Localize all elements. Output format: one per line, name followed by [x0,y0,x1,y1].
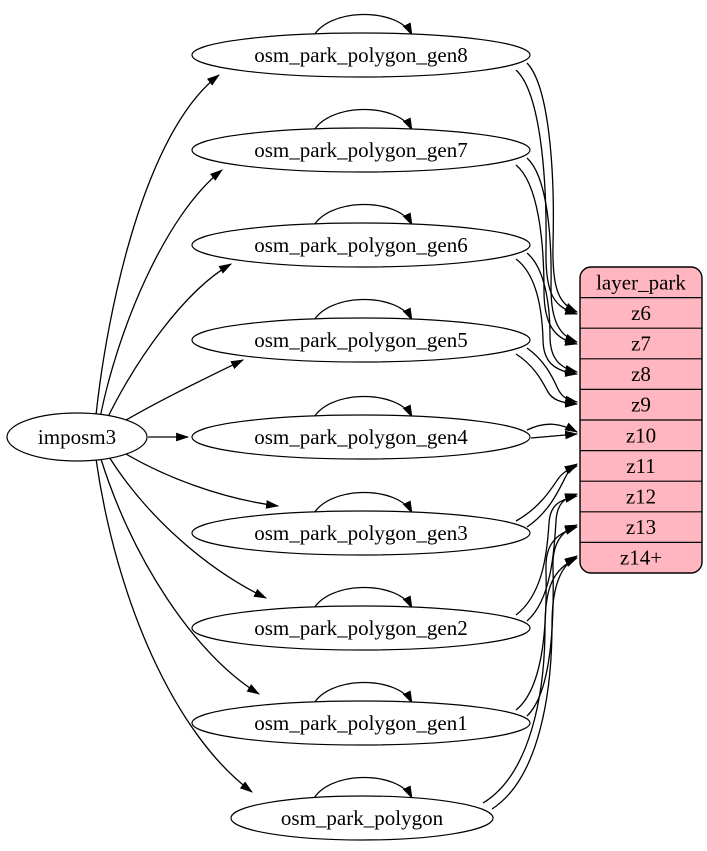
nodes-layer: imposm3 osm_park_polygon_gen8 osm_park_pol… [6,32,703,841]
self-loop-osm_park_polygon_gen5 [311,298,413,325]
table-node-ellipse [191,700,531,746]
edge-imposm3-to-osm_park_polygon_gen6 [105,263,232,422]
table-node-osm_park_polygon_gen7: osm_park_polygon_gen7 [191,127,531,173]
edge-imposm3-to-osm_park_polygon_gen5 [115,359,244,427]
zoom-row-label-z7: z7 [631,332,651,356]
edges-layer [95,13,579,810]
edge-osm_park_polygon_gen4-to-layer_park-z10-a [530,430,579,440]
table-node-label: osm_park_polygon_gen3 [254,521,467,545]
table-node-ellipse [191,222,531,268]
zoom-row-label-z13: z13 [626,515,656,539]
edge-osm_park_polygon_gen8-to-layer_park-z6-a [526,62,578,313]
source-node-ellipse [6,412,148,462]
zoom-row-label-z9: z9 [631,393,651,417]
self-loop-osm_park_polygon [311,776,413,803]
table-node-osm_park_polygon_gen4: osm_park_polygon_gen4 [191,414,531,460]
self-loop-osm_park_polygon_gen8 [311,13,413,40]
zoom-row-label-z8: z8 [631,362,651,386]
edge-osm_park_polygon_gen4-to-layer_park-z10-b [526,422,578,433]
self-loop-osm_park_polygon_gen7 [311,108,413,135]
table-node-label: osm_park_polygon_gen5 [254,328,467,352]
table-node-osm_park_polygon_gen2: osm_park_polygon_gen2 [191,605,531,651]
table-node-ellipse [230,795,494,841]
edge-osm_park_polygon_gen6-to-layer_park-z8-b [515,258,579,377]
edge-osm_park_polygon_gen2-to-layer_park-z12-b [515,494,579,616]
edge-osm_park_polygon_gen1-to-layer_park-z13-b [515,526,579,711]
edge-osm_park_polygon_gen1-to-layer_park-z13-a [526,524,579,717]
edge-osm_park_polygon_gen7-to-layer_park-z7-a [526,157,579,343]
edge-osm_park_polygon-to-layer_park-z14+-a [491,555,578,810]
table-node-label: osm_park_polygon_gen6 [254,233,467,257]
table-node-label: osm_park_polygon_gen8 [254,43,467,67]
layer-park-record-node: layer_park z6 z7 z8 z9 z10 z11 z12 z13 z14+ [579,266,703,574]
edge-osm_park_polygon_gen2-to-layer_park-z12-a [526,493,579,622]
table-node-label: osm_park_polygon_gen7 [254,138,467,162]
zoom-row-label-z14+: z14+ [620,546,662,570]
edge-osm_park_polygon_gen3-to-layer_park-z11-a [526,463,578,528]
table-node-osm_park_polygon_gen1: osm_park_polygon_gen1 [191,700,531,746]
edge-imposm3-to-osm_park_polygon_gen7 [99,169,223,419]
edge-osm_park_polygon_gen6-to-layer_park-z8-a [526,252,579,374]
edge-osm_park_polygon_gen3-to-layer_park-z11-b [515,465,579,522]
table-node-label: osm_park_polygon_gen1 [254,711,467,735]
source-node-imposm3: imposm3 [6,412,148,462]
layer-park-title: layer_park [596,270,686,294]
zoom-row-label-z6: z6 [631,301,651,325]
table-node-ellipse [191,605,531,651]
self-loop-osm_park_polygon_gen3 [311,491,413,518]
table-node-ellipse [191,127,531,173]
table-node-osm_park_polygon_gen8: osm_park_polygon_gen8 [191,32,531,78]
table-node-osm_park_polygon_gen5: osm_park_polygon_gen5 [191,317,531,363]
edge-osm_park_polygon-to-layer_park-z14+-b [482,557,578,804]
edge-osm_park_polygon_gen8-to-layer_park-z6-b [515,69,579,315]
edge-imposm3-to-osm_park_polygon [95,458,253,793]
table-node-label: osm_park_polygon_gen2 [254,616,467,640]
edge-osm_park_polygon_gen5-to-layer_park-z9-b [515,353,579,408]
edge-imposm3-to-osm_park_polygon_gen2 [105,451,267,599]
table-node-label: osm_park_polygon [281,806,444,830]
table-node-ellipse [191,510,531,556]
zoom-row-label-z12: z12 [626,485,656,509]
table-node-osm_park_polygon: osm_park_polygon [230,795,494,841]
table-node-osm_park_polygon_gen3: osm_park_polygon_gen3 [191,510,531,556]
self-loop-osm_park_polygon_gen4 [311,395,413,422]
self-loop-osm_park_polygon_gen1 [311,681,413,708]
edge-imposm3-to-osm_park_polygon_gen8 [95,74,220,416]
table-node-ellipse [191,32,531,78]
self-loop-osm_park_polygon_gen2 [311,586,413,613]
edge-osm_park_polygon_gen5-to-layer_park-z9-a [526,347,579,405]
edge-imposm3-to-osm_park_polygon_gen3 [115,447,280,509]
zoom-row-label-z11: z11 [626,454,656,478]
edge-imposm3-to-osm_park_polygon_gen1 [99,455,260,695]
self-loop-osm_park_polygon_gen6 [311,203,413,230]
table-node-osm_park_polygon_gen6: osm_park_polygon_gen6 [191,222,531,268]
table-node-label: osm_park_polygon_gen4 [254,425,468,449]
table-node-ellipse [191,414,531,460]
source-node-label: imposm3 [38,425,116,449]
table-node-ellipse [191,317,531,363]
zoom-row-label-z10: z10 [626,423,656,447]
